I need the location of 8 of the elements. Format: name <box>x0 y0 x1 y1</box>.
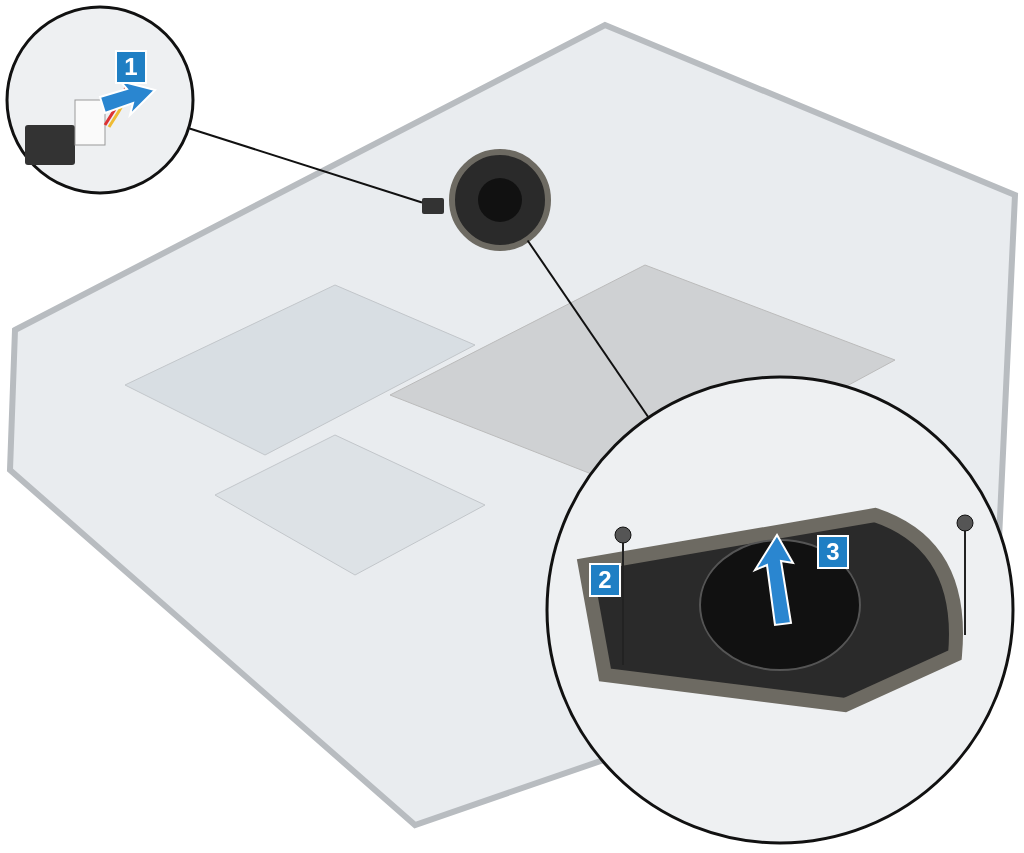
callout-number: 2 <box>589 563 621 597</box>
connector-detail-inset <box>5 5 195 195</box>
callout-number: 1 <box>115 50 147 84</box>
fan-drawing <box>450 150 550 250</box>
callout-number: 3 <box>817 535 849 569</box>
fan-connector <box>422 198 444 214</box>
leader-line <box>188 127 423 204</box>
leader-line <box>526 239 650 418</box>
